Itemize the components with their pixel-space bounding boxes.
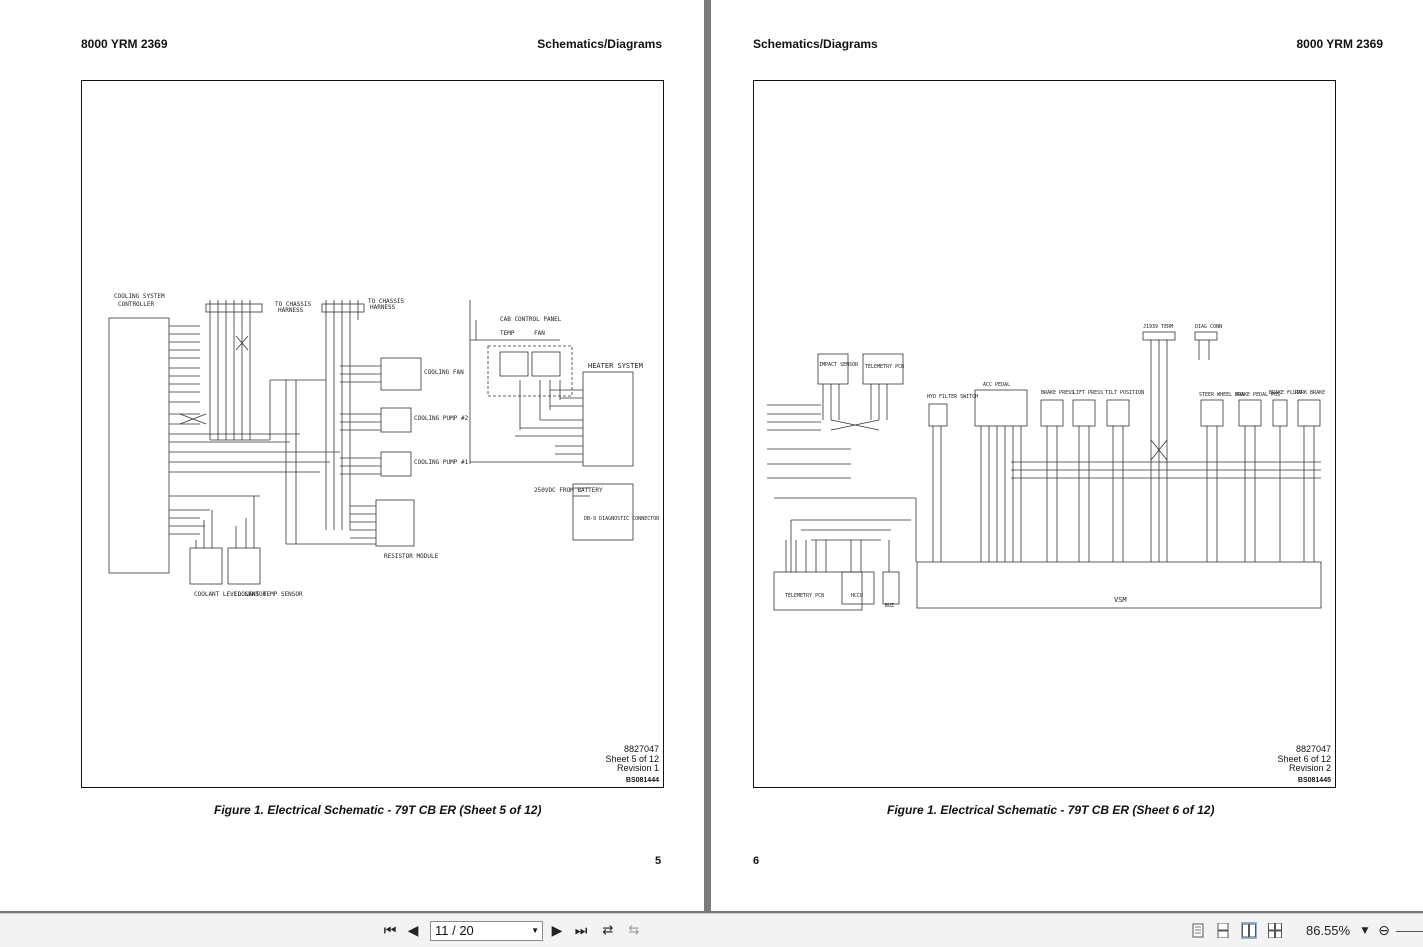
two-page-continuous-view-icon[interactable] (1268, 922, 1282, 939)
label-chassis-1: TO CHASSIS (275, 301, 312, 308)
zoom-slider[interactable] (1396, 931, 1423, 932)
label-fan: FAN (534, 330, 545, 337)
page-number-input[interactable]: 11 / 20 ▼ (430, 921, 543, 941)
label-lift-press: LIFT PRESS (1073, 390, 1103, 396)
label-chassis-2: TO CHASSIS (368, 298, 405, 305)
label-hyd-filter: HYD FILTER SWITCH (927, 394, 978, 400)
label-coolant-level-sensor: COOLANT LEVEL SENSOR (194, 591, 267, 598)
header-doc-id: 8000 YRM 2369 (1296, 37, 1383, 51)
two-page-view-icon[interactable] (1241, 922, 1257, 939)
vsm-box (916, 561, 1322, 609)
next-page-icon[interactable]: ▶ (551, 923, 563, 939)
continuous-view-icon[interactable] (1216, 922, 1230, 939)
label-coolant-temp-sensor: COOLANT TEMP SENSOR (234, 591, 303, 598)
document-viewport[interactable]: 8000 YRM 2369 Schematics/Diagrams 882704… (0, 0, 1423, 913)
cooling-controller-box (108, 317, 170, 574)
label-steer-wheel: STEER WHEEL POS (1199, 392, 1244, 398)
label-telemetry-pcb: TELEMETRY PCB (785, 593, 824, 599)
drawing-ref: BS081445 (1297, 776, 1331, 784)
revision: Revision 1 (616, 763, 659, 773)
back-view-icon[interactable]: ⇄ (602, 923, 614, 938)
label-diag-conn: DIAG CONN (1195, 324, 1222, 330)
label-chassis-1b: HARNESS (278, 307, 304, 314)
header-section: Schematics/Diagrams (537, 37, 662, 51)
page-6: Schematics/Diagrams 8000 YRM 2369 882704… (711, 0, 1423, 911)
label-diag-connector: DB-9 DIAGNOSTIC CONNECTOR (584, 516, 660, 522)
schematic-frame: 8827047 Sheet 6 of 12 Revision 2 BS08144… (753, 80, 1336, 788)
label-buzzer: BUZ (885, 603, 894, 609)
drawing-ref: BS081444 (625, 776, 659, 784)
label-hccu: HCCU (851, 593, 863, 599)
label-vsm: VSM (1114, 596, 1127, 604)
label-brake-fluid: BRAKE FLUID (1269, 390, 1302, 396)
sheet-number: Sheet 6 of 12 (1277, 753, 1331, 764)
previous-page-icon[interactable]: ◀ (407, 923, 419, 939)
figure-caption: Figure 1. Electrical Schematic - 79T CB … (214, 803, 542, 817)
electrical-schematic-sheet-5: COOLING SYSTEM CONTROLLER TO CHASSIS HAR… (108, 293, 660, 598)
viewer-toolbar: ⏮ ◀ 11 / 20 ▼ ▶ ⏭ ⇄ ⇆ 86.55% ▼ ⊖ (0, 913, 1423, 947)
label-cooling-pump-1: COOLING PUMP #1 (414, 459, 469, 466)
figure-caption: Figure 1. Electrical Schematic - 79T CB … (887, 803, 1215, 817)
label-cab-panel: CAB CONTROL PANEL (500, 316, 562, 323)
page-indicator: 11 / 20 (435, 923, 474, 938)
title-block: 8827047 Sheet 6 of 12 Revision 2 BS08144… (1277, 744, 1331, 785)
title-block: 8827047 Sheet 5 of 12 Revision 1 BS08144… (605, 744, 659, 785)
label-brake-press: BRAKE PRESS (1041, 390, 1074, 396)
chevron-down-icon[interactable]: ▼ (531, 926, 539, 935)
header-section: Schematics/Diagrams (753, 37, 878, 51)
single-page-view-icon[interactable] (1191, 923, 1205, 938)
electrical-schematic-sheet-6: IMPACT SENSOR TELEMETRY PCB HYD FILTER S… (767, 324, 1325, 611)
zoom-dropdown-icon[interactable]: ▼ (1361, 926, 1369, 936)
drawing-number: 8827047 (623, 744, 659, 754)
zoom-level: 86.55% (1306, 923, 1351, 938)
revision: Revision 2 (1288, 763, 1331, 773)
last-page-icon[interactable]: ⏭ (574, 923, 588, 939)
label-controller: CONTROLLER (118, 301, 155, 308)
forward-view-icon[interactable]: ⇆ (628, 923, 640, 938)
label-term: J1939 TERM (1143, 324, 1173, 330)
label-telemetry: TELEMETRY PCB (865, 364, 904, 370)
page-number: 5 (655, 855, 662, 867)
label-cooling-fan: COOLING FAN (424, 369, 464, 376)
header-doc-id: 8000 YRM 2369 (81, 37, 168, 51)
zoom-out-icon[interactable]: ⊖ (1378, 923, 1390, 939)
label-acc-pedal: ACC PEDAL (983, 382, 1010, 388)
page-number: 6 (753, 855, 760, 867)
sheet-number: Sheet 5 of 12 (605, 753, 659, 764)
drawing-number: 8827047 (1295, 744, 1331, 754)
label-cooling-controller: COOLING SYSTEM (114, 293, 165, 300)
label-chassis-2b: HARNESS (370, 304, 396, 311)
label-heater-system: HEATER SYSTEM (588, 362, 643, 370)
label-brake-pedal: BRAKE PEDAL POS (1235, 392, 1280, 398)
label-impact-sensor: IMPACT SENSOR (819, 362, 859, 368)
schematic-frame: 8827047 Sheet 5 of 12 Revision 1 BS08144… (81, 80, 664, 788)
label-cooling-pump-2: COOLING PUMP #2 (414, 415, 469, 422)
label-temp: TEMP (500, 330, 515, 337)
label-park-brake: PARK BRAKE (1295, 390, 1325, 396)
label-resistor-module: RESISTOR MODULE (384, 553, 439, 560)
label-tilt-position: TILT POSITION (1105, 390, 1144, 396)
label-battery: 250VDC FROM BATTERY (534, 487, 603, 494)
first-page-icon[interactable]: ⏮ (383, 923, 397, 939)
page-5: 8000 YRM 2369 Schematics/Diagrams 882704… (0, 0, 704, 911)
